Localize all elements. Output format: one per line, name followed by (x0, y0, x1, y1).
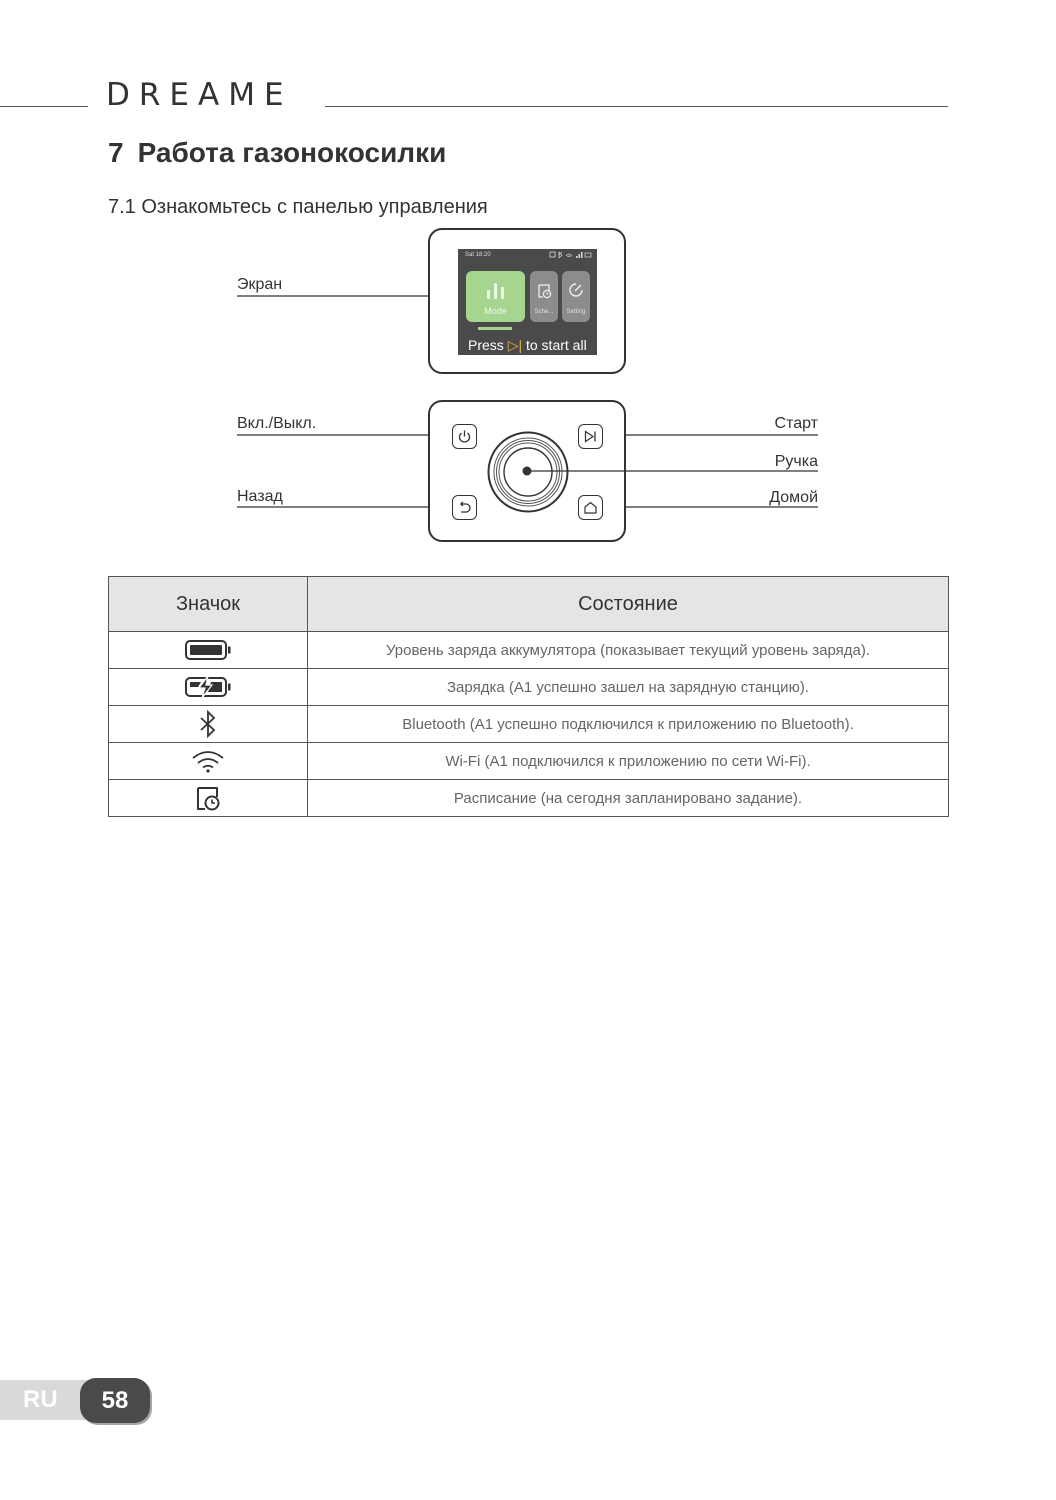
play-pause-icon (584, 430, 596, 443)
power-button[interactable] (452, 424, 477, 449)
home-icon (584, 501, 597, 514)
charging-icon (185, 675, 231, 699)
table-cell-status: Расписание (на сегодня запланировано зад… (307, 779, 949, 817)
battery-icon (185, 640, 231, 660)
lcd-selection-bar (478, 327, 512, 330)
label-start: Старт (774, 415, 818, 432)
section-heading: 7 Работа газонокосилки (108, 133, 446, 173)
lcd-status-time: Sat 18:20 (465, 252, 491, 258)
status-icon-table: Значок Состояние Уровень заряда аккумуля… (108, 576, 949, 817)
home-button[interactable] (578, 495, 603, 520)
label-screen: Экран (237, 276, 283, 293)
power-icon (458, 430, 471, 443)
lcd-status-icons (549, 251, 592, 259)
table-cell-status: Bluetooth (A1 успешно подключился к прил… (307, 705, 949, 743)
lcd-tile-setting[interactable]: Setting (562, 271, 590, 322)
brand-logo: DREAME (106, 77, 293, 113)
lcd-tile-mode-label: Mode (484, 306, 507, 316)
page-number-tab: 58 (80, 1378, 150, 1423)
schedule-icon (197, 787, 220, 811)
bluetooth-icon (200, 710, 216, 738)
lcd-tile-schedule[interactable]: Sche... (530, 271, 558, 322)
subsection-heading: 7.1 Ознакомьтесь с панелью управления (108, 196, 488, 218)
setting-icon (569, 283, 583, 297)
language-label: RU (23, 1386, 58, 1413)
lcd-prompt: Press ▷| to start all (468, 337, 587, 353)
label-home: Домой (769, 489, 818, 506)
header-rule-left (0, 106, 88, 107)
section-title: Работа газонокосилки (137, 137, 447, 168)
page-number: 58 (101, 1386, 129, 1414)
label-power: Вкл./Выкл. (237, 415, 317, 432)
table-header-row: Значок Состояние (108, 576, 949, 632)
table-row: Зарядка (A1 успешно зашел на зарядную ст… (108, 668, 949, 706)
back-button[interactable] (452, 495, 477, 520)
table-row: Bluetooth (A1 успешно подключился к прил… (108, 705, 949, 743)
label-knob: Ручка (774, 453, 818, 470)
lcd-tile-schedule-label: Sche... (534, 309, 554, 315)
wifi-icon (192, 751, 224, 773)
play-pause-icon: ▷| (507, 337, 523, 353)
label-back: Назад (237, 488, 283, 505)
table-row: Wi-Fi (A1 подключился к приложению по се… (108, 742, 949, 780)
back-arrow-icon (459, 501, 471, 513)
table-header-icon: Значок (108, 576, 308, 632)
knob-callout-line (522, 466, 818, 476)
header-rule-right (325, 106, 948, 107)
table-cell-status: Зарядка (A1 успешно зашел на зарядную ст… (307, 668, 949, 706)
start-button[interactable] (578, 424, 603, 449)
table-cell-status: Уровень заряда аккумулятора (показывает … (307, 631, 949, 669)
table-cell-status: Wi-Fi (A1 подключился к приложению по се… (307, 742, 949, 780)
table-row: Уровень заряда аккумулятора (показывает … (108, 631, 949, 669)
section-number: 7 (108, 137, 124, 168)
mower-mode-icon (487, 283, 504, 299)
schedule-icon (538, 284, 552, 299)
lcd-tile-setting-label: Setting (566, 309, 586, 315)
table-header-status: Состояние (307, 576, 949, 632)
lcd-tile-mode[interactable]: Mode (466, 271, 525, 322)
table-row: Расписание (на сегодня запланировано зад… (108, 779, 949, 817)
